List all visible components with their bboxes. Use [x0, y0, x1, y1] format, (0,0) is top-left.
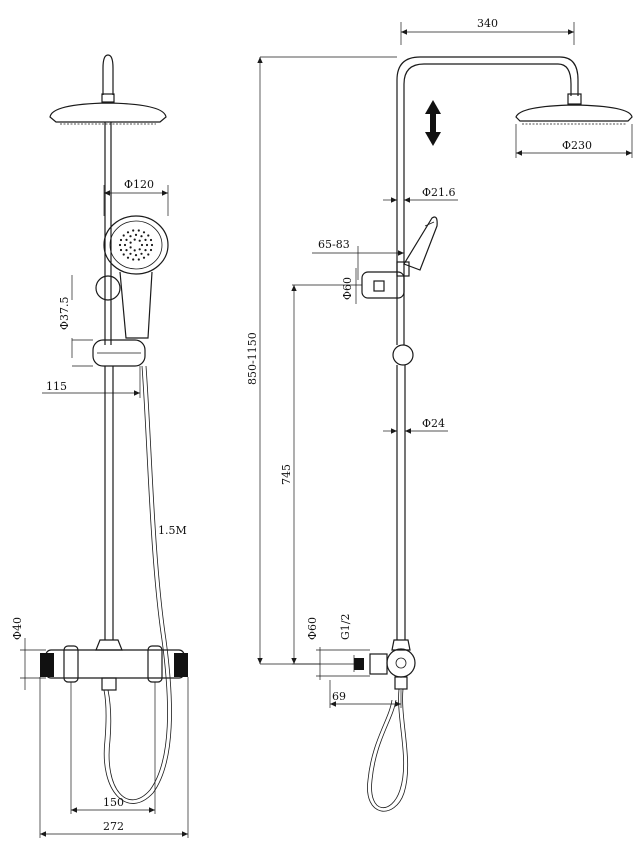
side-hose: [371, 688, 405, 808]
side-upper-arm: [396, 56, 579, 345]
side-inlet-thread: [354, 658, 364, 670]
nozzle-dot: [150, 243, 154, 247]
nozzle-dot: [122, 253, 125, 256]
side-hose-outlet: [394, 676, 408, 690]
nozzle-dot: [137, 229, 140, 232]
nozzle-dot: [119, 238, 123, 242]
nozzle-dot: [144, 238, 147, 241]
label-side-holder-offset: 65-83: [318, 238, 350, 251]
front-view: Φ120 Φ37.5 115 1.5M Φ40 150 272: [11, 54, 189, 838]
nozzle-dot: [132, 229, 135, 232]
nozzle-dot: [134, 254, 138, 257]
nozzle-dot: [126, 256, 130, 259]
front-valve-left-knob: [40, 653, 54, 677]
side-view: 340 Φ230 Φ21.6 65-83 Φ60 850-1150 Φ24 74…: [246, 17, 633, 812]
nozzle-dot: [134, 233, 138, 236]
side-hand-shower: [403, 216, 438, 271]
label-front-head-dia: Φ120: [124, 178, 154, 191]
front-slider-clamp: [92, 339, 146, 367]
label-side-inlet-dia: Φ60: [306, 617, 319, 640]
label-front-width: 272: [103, 820, 124, 833]
nozzle-dot: [142, 256, 146, 259]
label-front-valve-dia: Φ40: [11, 617, 24, 640]
nozzle-dot: [133, 238, 136, 241]
front-valve-left-eccentric: [63, 645, 79, 683]
nozzle-dot: [118, 243, 122, 247]
side-overhead-head: [515, 104, 633, 122]
nozzle-dot: [137, 258, 140, 261]
side-hand-shower-holder-joint: [396, 261, 410, 277]
label-side-inlet-offset: 69: [332, 690, 346, 703]
front-hand-shower-face: [109, 220, 163, 270]
label-side-lower-tube: Φ24: [422, 417, 445, 430]
label-front-hose: 1.5M: [158, 524, 187, 537]
nozzle-dot: [133, 249, 136, 252]
front-hand-shower-handle: [119, 271, 153, 339]
front-valve-riser-joint: [95, 639, 123, 651]
nozzle-dot: [129, 235, 132, 238]
front-valve-right-knob: [174, 653, 188, 677]
nozzle-dot: [140, 235, 143, 238]
nozzle-dot: [138, 239, 141, 242]
side-slider-knob: [392, 344, 414, 366]
label-side-valve-to-holder: 745: [280, 464, 293, 485]
label-side-holder-dia: Φ60: [341, 277, 354, 300]
label-front-bracket-offset: 115: [46, 380, 67, 393]
nozzle-dot: [140, 252, 143, 255]
nozzle-dot: [140, 243, 144, 247]
nozzle-dot: [132, 258, 135, 261]
nozzle-dot: [125, 249, 128, 252]
nozzle-dot: [147, 253, 150, 256]
nozzle-dot: [149, 248, 153, 252]
nozzle-dot: [147, 234, 150, 237]
front-overhead-head: [49, 102, 167, 123]
height-adjust-arrow: [425, 100, 441, 146]
label-side-thread: G1/2: [339, 614, 352, 641]
side-head-connector: [567, 93, 582, 105]
front-valve-right-eccentric: [147, 645, 163, 683]
nozzle-dot: [122, 234, 125, 237]
front-head-connector: [101, 93, 115, 103]
nozzle-dot: [119, 248, 123, 252]
nozzle-dot: [129, 246, 132, 249]
label-side-head-dia: Φ230: [562, 139, 592, 152]
nozzle-dot: [129, 252, 132, 255]
nozzle-dot: [144, 249, 147, 252]
label-side-upper-tube: Φ21.6: [422, 186, 456, 199]
nozzle-dot: [149, 238, 153, 242]
label-side-arm: 340: [477, 17, 498, 30]
nozzle-dot: [129, 241, 132, 244]
nozzle-dot: [123, 243, 127, 247]
front-hand-shower-head: [103, 215, 169, 275]
side-wall-eccentric: [369, 653, 388, 675]
label-side-height: 850-1150: [246, 332, 259, 385]
nozzle-dot: [125, 238, 128, 241]
nozzle-dot: [142, 231, 146, 234]
front-hose: [107, 365, 168, 801]
front-arm: [102, 54, 114, 95]
nozzle-dot: [138, 248, 141, 251]
nozzle-dot: [126, 231, 130, 234]
label-front-bracket-dia: Φ37.5: [58, 296, 71, 330]
front-hand-shower-nozzles: [118, 229, 154, 261]
front-hose-outlet: [101, 677, 117, 691]
side-valve-body: [386, 648, 416, 678]
label-front-centers: 150: [103, 796, 124, 809]
front-bracket-ring: [95, 275, 121, 301]
front-valve-body: [45, 649, 185, 679]
nozzle-dot: [145, 243, 149, 247]
